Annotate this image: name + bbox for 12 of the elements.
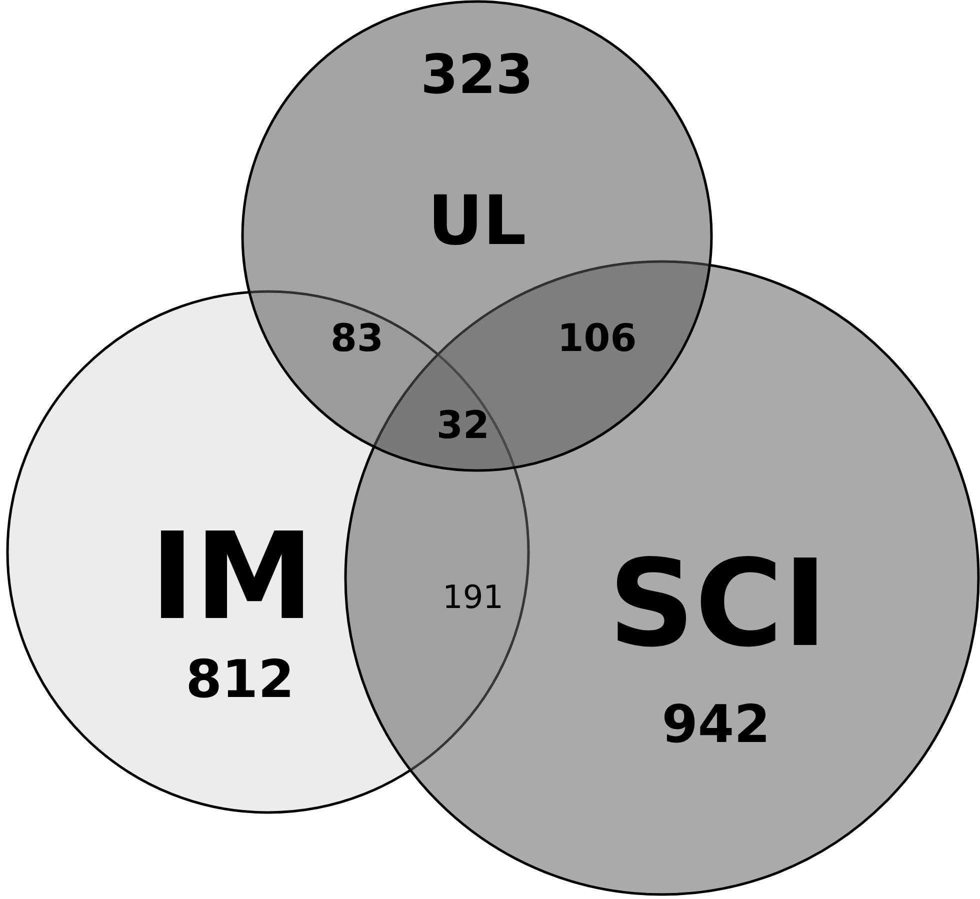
overlap-count: 83 [330,319,384,357]
overlap-count: 106 [557,319,637,357]
count-label: 323 [420,48,534,102]
set-name: SCI [608,545,828,665]
count-label: 942 [662,699,770,751]
set-circle [241,0,713,472]
set-name: UL [428,188,526,256]
overlap-count: 191 [442,581,504,613]
set-name: IM [150,518,314,638]
overlap-count: 32 [436,406,490,444]
set-circle [6,290,530,814]
count-label: 812 [186,654,294,706]
